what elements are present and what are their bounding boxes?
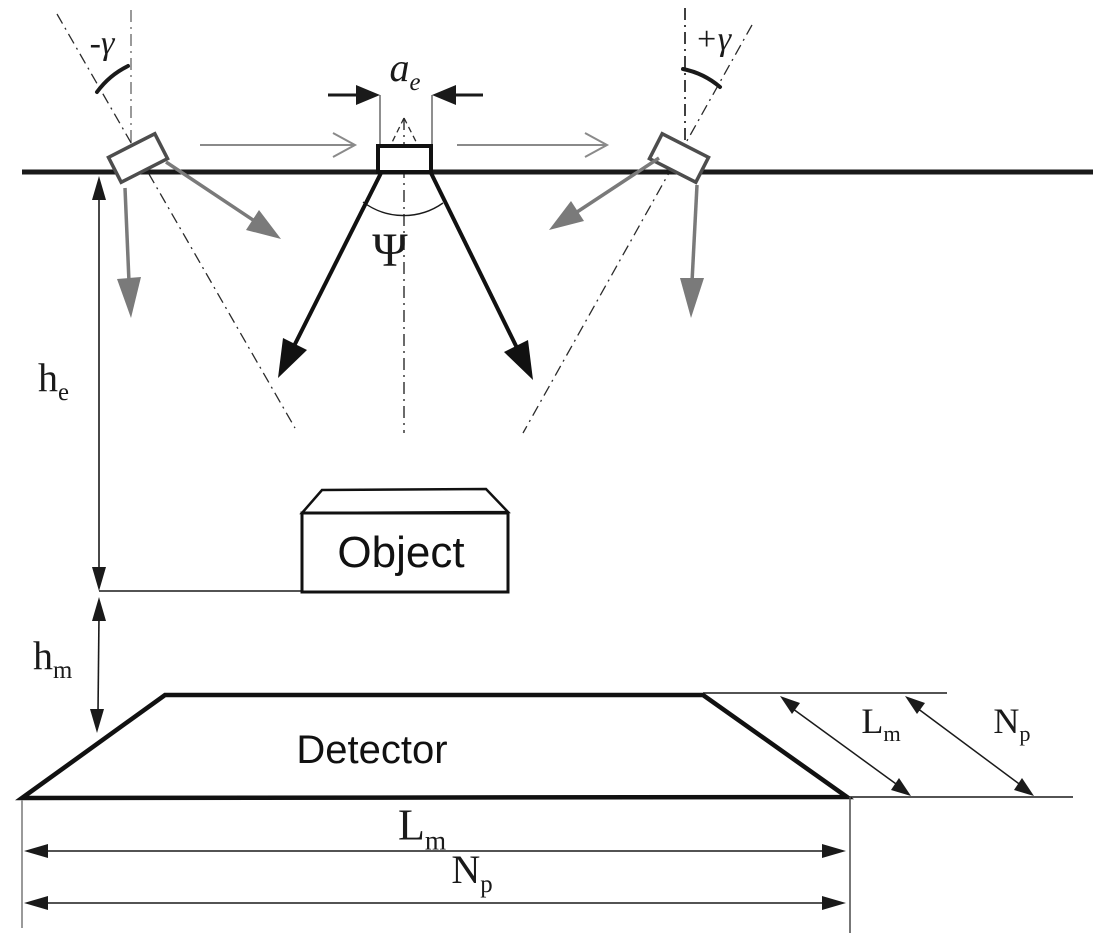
hm-sub: m	[53, 657, 73, 684]
np-diagonal-dimension	[905, 696, 1034, 796]
steer-positive-label: +γ	[694, 21, 732, 58]
beam-edge-left	[278, 172, 383, 378]
right-emitter-tilted-axis	[522, 24, 753, 434]
scan-direction-arrow-left	[200, 132, 358, 158]
lm-bottom-label: Lm	[398, 803, 446, 854]
hm-base: h	[33, 633, 53, 678]
np-bottom-label: Np	[451, 850, 492, 898]
object-box	[299, 487, 511, 594]
left-emitter-beam-arrows	[117, 160, 281, 318]
detector-trapezoid	[15, 692, 1073, 933]
aperture-dimension	[328, 85, 483, 146]
np-diag-base: N	[993, 700, 1020, 741]
scan-direction-arrow-right	[457, 132, 610, 158]
steering-arc-right	[681, 67, 722, 89]
np-diagonal-label: Np	[993, 703, 1030, 746]
steering-arc-left	[95, 64, 130, 94]
lm-diagonal-label: Lm	[861, 703, 900, 746]
lm-bottom-dimension	[24, 844, 846, 858]
lm-diag-sub: m	[883, 720, 901, 746]
np-bottom-dimension	[24, 896, 846, 910]
emitter-height-label: he	[38, 358, 69, 406]
np-bottom-sub: p	[480, 871, 493, 899]
lm-diagonal-dimension	[780, 696, 911, 796]
left-emitter	[106, 131, 170, 185]
beam-edge-right	[429, 172, 533, 380]
lm-bottom-sub: m	[424, 825, 447, 856]
divergence-arc	[362, 201, 444, 217]
aperture-base: a	[389, 45, 410, 91]
he-sub: e	[58, 379, 70, 406]
aperture-label: ae	[389, 48, 420, 96]
hm-dimension	[90, 597, 106, 733]
measurement-height-label: hm	[33, 636, 72, 684]
object-label: Object	[337, 528, 465, 577]
detector-label: Detector	[296, 728, 448, 772]
lm-diag-base: L	[861, 700, 884, 741]
aperture-sub: e	[409, 69, 421, 97]
right-emitter	[647, 131, 711, 185]
he-base: h	[38, 355, 58, 400]
he-dimension	[92, 176, 302, 592]
right-emitter-beam-arrows	[549, 156, 704, 318]
lm-bottom-base: L	[397, 800, 425, 850]
steer-negative-label: -γ	[89, 25, 115, 62]
np-diag-sub: p	[1019, 720, 1031, 746]
np-bottom-base: N	[451, 847, 481, 893]
center-emitter-element	[376, 144, 433, 174]
divergence-angle-label: Ψ	[372, 224, 408, 277]
left-emitter-tilted-axis	[56, 13, 296, 429]
